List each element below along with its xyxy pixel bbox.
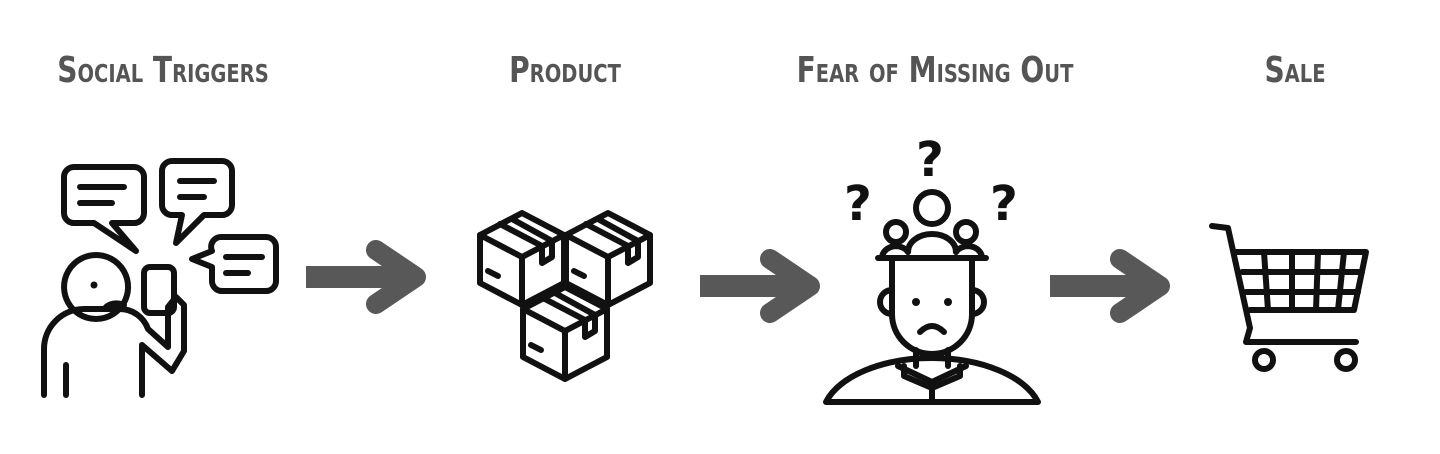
- stacked-boxes-icon: [474, 205, 659, 390]
- step-title-product: Product: [509, 50, 621, 91]
- step-title-social-triggers: Social Triggers: [57, 50, 269, 91]
- flow-arrow-2: [694, 249, 824, 329]
- flow-arrow-1: [300, 240, 430, 320]
- step-title-fear-of-missing-out: Fear of Missing Out: [796, 50, 1074, 91]
- question-mark-top: ?: [916, 132, 944, 188]
- question-mark-left: ?: [844, 176, 872, 232]
- flow-arrow-3: [1044, 249, 1174, 329]
- step-title-sale: Sale: [1264, 50, 1326, 91]
- question-mark-right: ?: [990, 176, 1018, 232]
- worried-person-icon: ? ? ?: [820, 128, 1045, 408]
- person-phone-chat-icon: [36, 155, 286, 400]
- shopping-cart-icon: [1206, 218, 1374, 378]
